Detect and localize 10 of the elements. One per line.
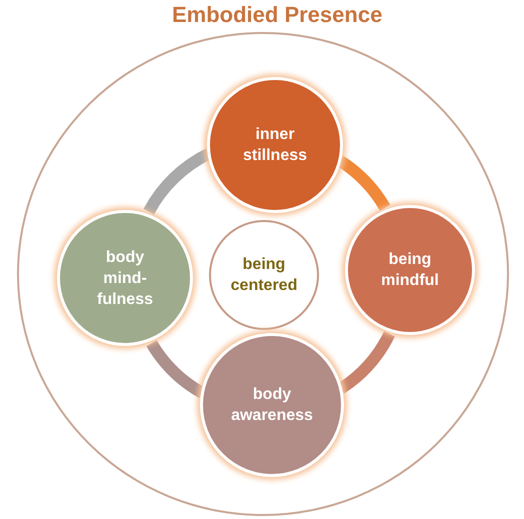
circle-label: inner stillness (242, 125, 308, 166)
circle-label: being centered (230, 255, 298, 296)
concept-circle (57, 210, 193, 346)
circle-label: body awareness (230, 385, 314, 426)
concept-circle (207, 77, 343, 213)
title: Embodied Presence (172, 2, 382, 28)
circle-label: being mindful (380, 250, 440, 291)
concept-circle (345, 205, 475, 335)
concept-circle (200, 333, 344, 477)
circle-label: body mind-fulness (96, 248, 154, 310)
